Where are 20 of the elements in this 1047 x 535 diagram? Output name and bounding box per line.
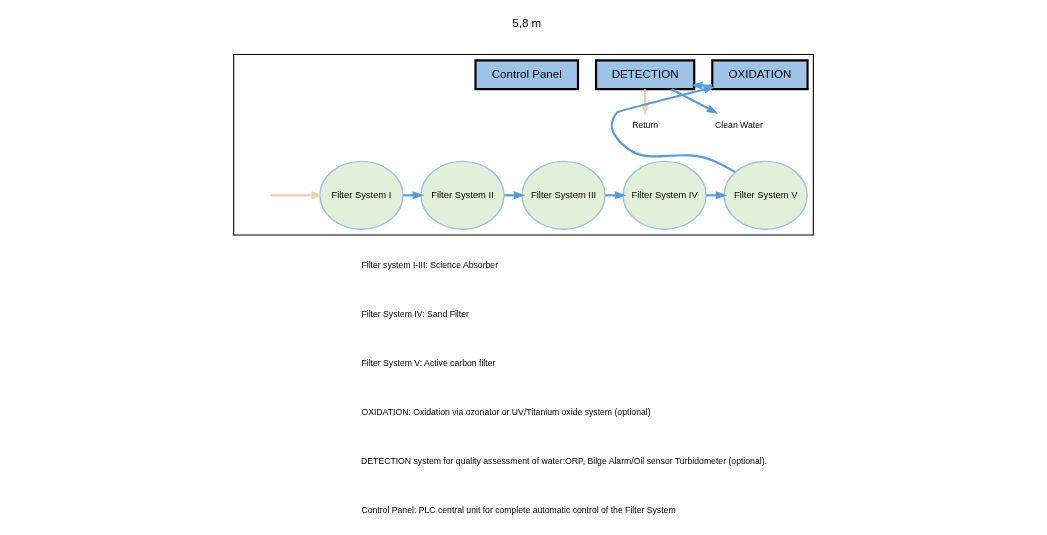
node-text: Return [632, 119, 659, 130]
node-ellipse: Filter System I [319, 160, 404, 230]
node-text: Clean Water [715, 119, 763, 130]
node-ellipse: Filter System II [420, 160, 505, 230]
label: Filter system I-III: Science Absorber [361, 259, 499, 270]
label: Filter System V: Active carbon filter [361, 357, 496, 368]
node-box: OXIDATION [711, 59, 809, 91]
label: 5,8 m [512, 16, 542, 29]
label: Filter System IV: Sand Filter [361, 308, 469, 319]
label: DETECTION system for quality assessment of water:ORP, Bilge Alarm/Oil sensor Turbidometer (optional). [361, 455, 767, 466]
arrow [270, 191, 324, 200]
label: Control Panel: PLC central unit for complete automatic control of the Filter System [361, 505, 676, 516]
node-ellipse: Filter System V [723, 160, 808, 230]
node-box: DETECTION [594, 59, 696, 91]
label: OXIDATION: Oxidation via ozonator or UV/Titanium oxide system (optional) [361, 406, 651, 417]
node-box: Control Panel [474, 59, 580, 91]
cluster [233, 54, 814, 236]
node-ellipse: Filter System III [521, 160, 606, 230]
node-ellipse: Filter System IV [622, 160, 707, 230]
arrow [671, 88, 719, 114]
